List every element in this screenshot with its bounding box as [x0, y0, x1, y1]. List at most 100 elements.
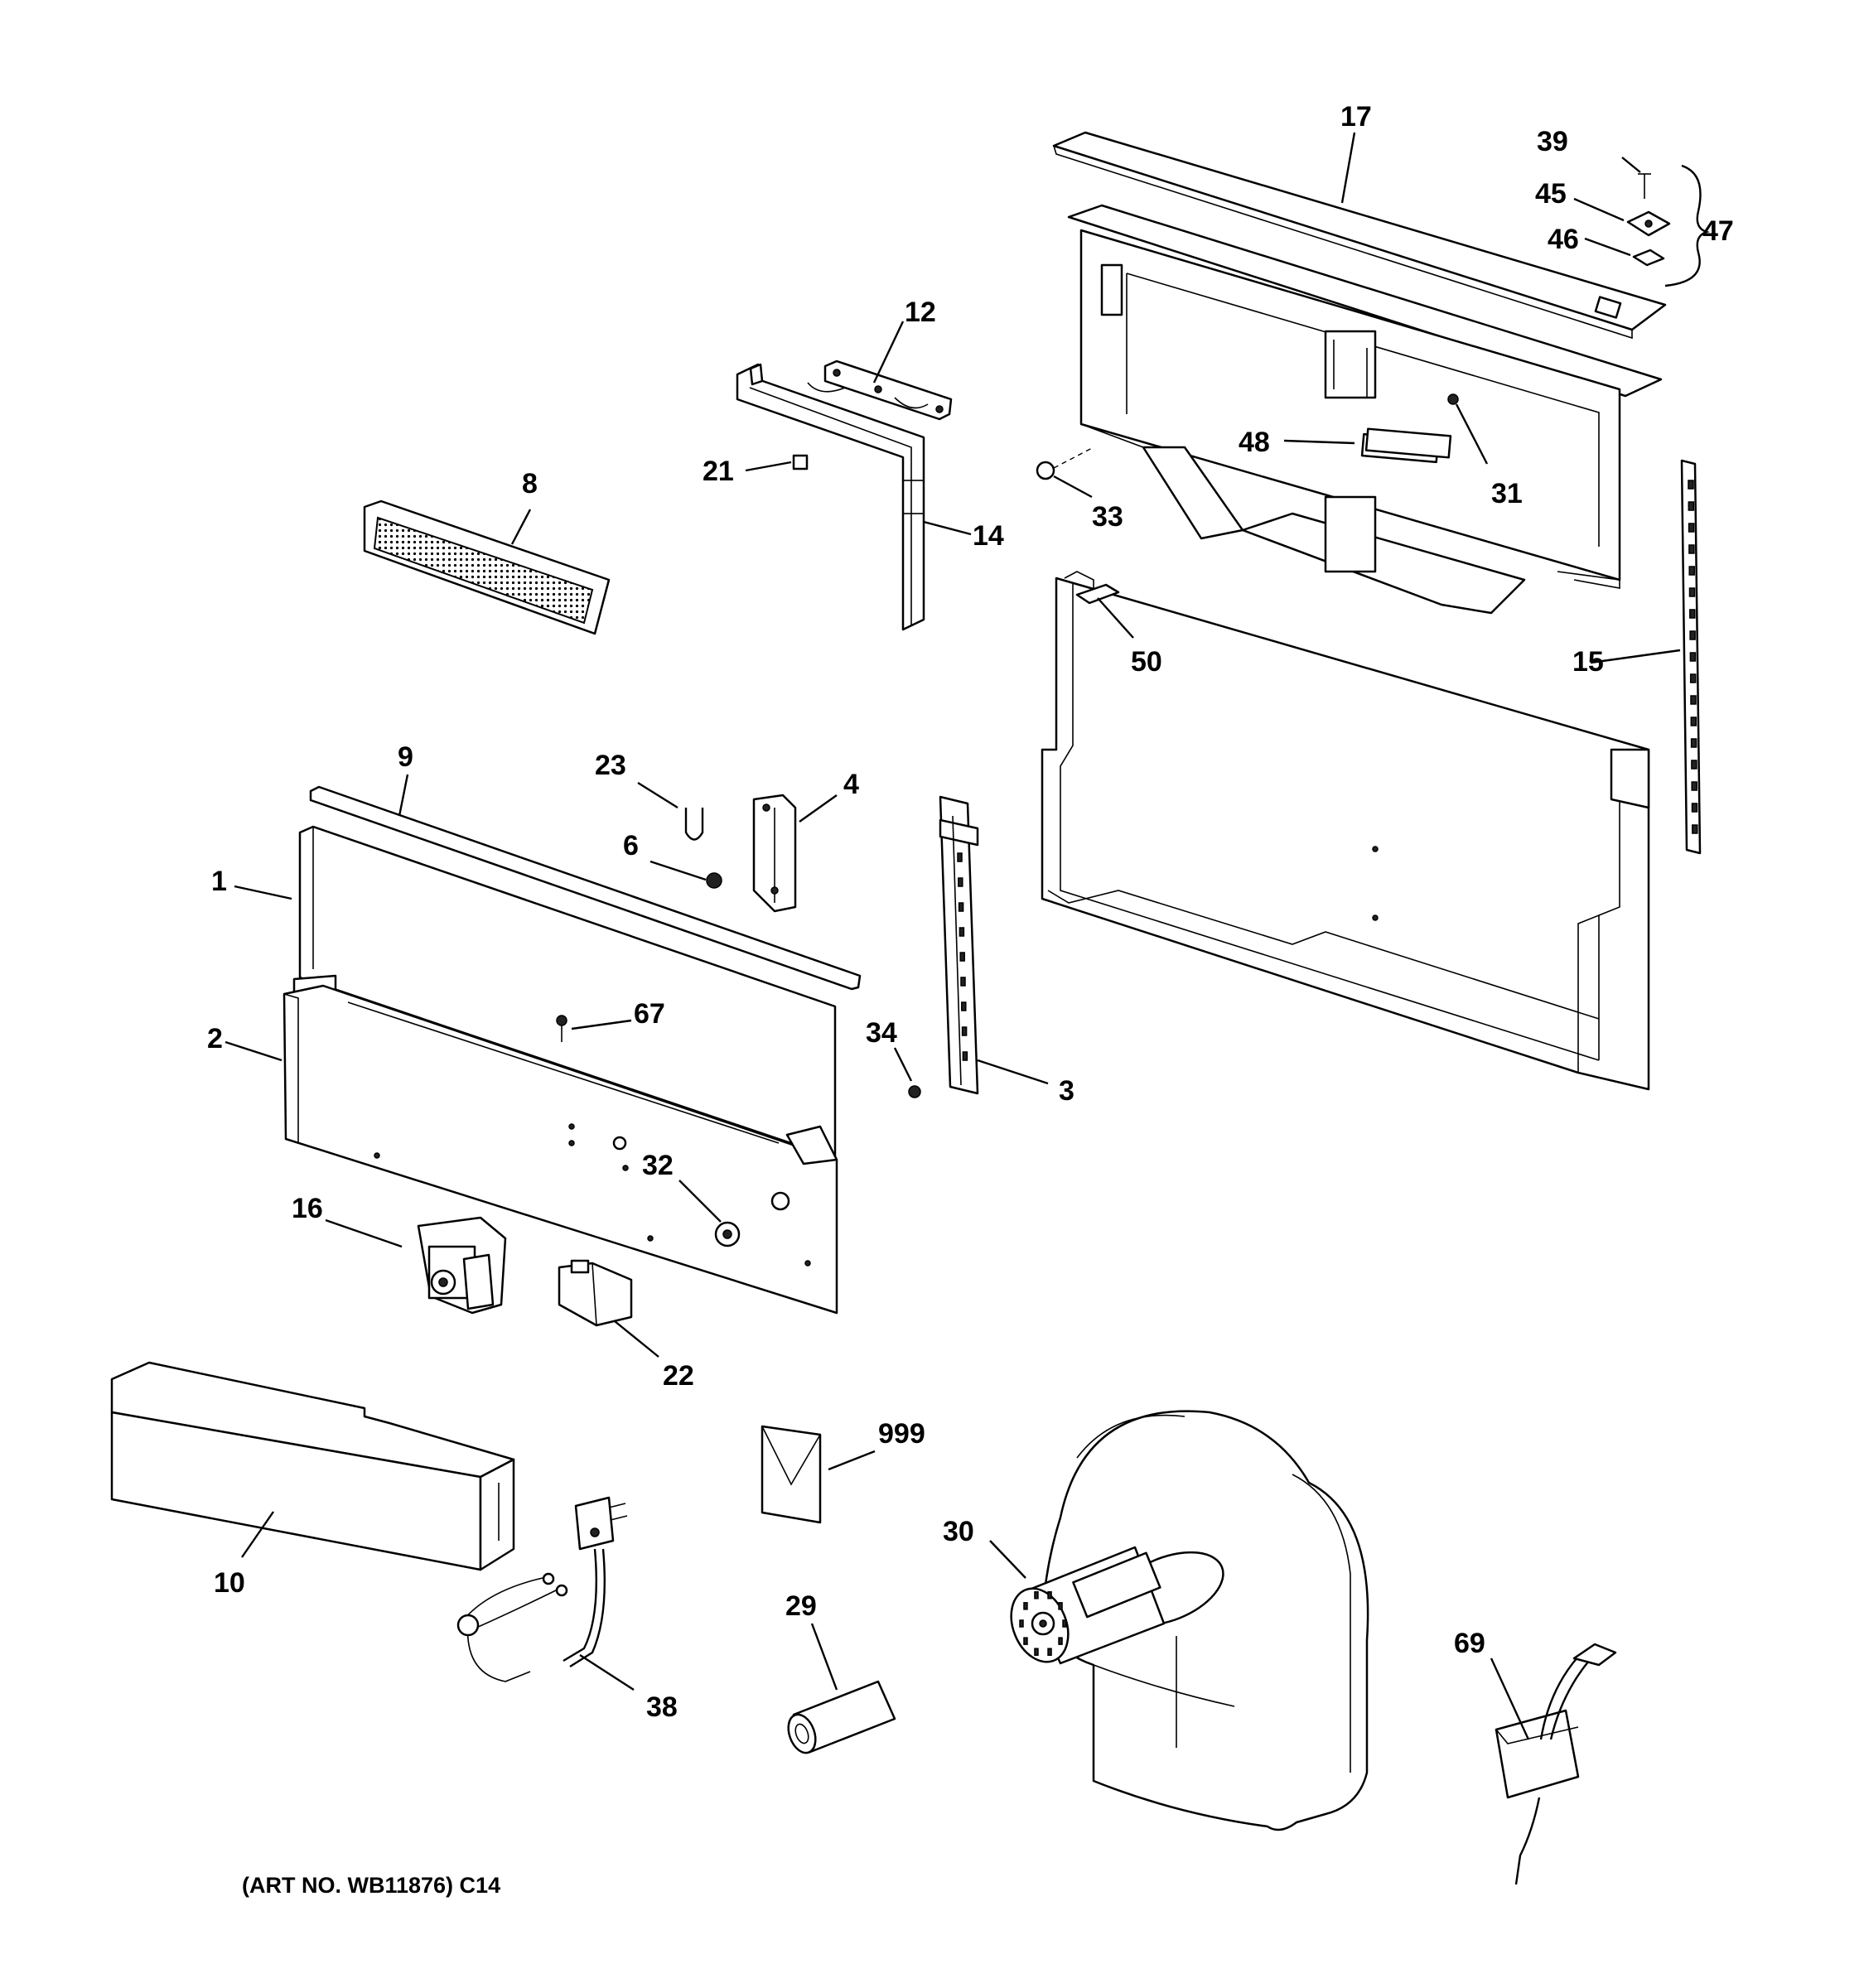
detail-slot [1691, 781, 1697, 791]
label-34: 34 [866, 1017, 897, 1049]
label-45: 45 [1535, 178, 1567, 210]
detail-slot [1692, 824, 1698, 834]
detail-slot [1058, 1602, 1063, 1610]
detail-slot [961, 1026, 968, 1036]
part-3-rail [939, 795, 979, 1095]
art-number-caption: (ART NO. WB11876) C14 [242, 1873, 500, 1898]
label-33: 33 [1092, 501, 1123, 533]
detail-slot [1690, 717, 1697, 726]
detail-slot [962, 1051, 968, 1061]
label-30: 30 [943, 1516, 974, 1547]
part-9-trim-strip [309, 785, 862, 991]
label-32: 32 [642, 1150, 674, 1181]
part-4-bracket [752, 794, 797, 913]
detail-slot [959, 952, 965, 962]
label-16: 16 [292, 1193, 323, 1224]
detail-slot [1689, 652, 1697, 662]
detail-slot [1034, 1648, 1039, 1656]
detail-slot [1688, 544, 1695, 554]
part-48-label [1364, 427, 1452, 459]
detail-slot [1688, 480, 1694, 490]
detail-slot [1047, 1591, 1052, 1600]
label-23: 23 [595, 750, 626, 781]
part-16-motor [417, 1216, 507, 1315]
label-47: 47 [1702, 215, 1734, 247]
label-8: 8 [522, 468, 538, 499]
detail-slot [1690, 738, 1697, 748]
part-chassis-lower [1041, 571, 1650, 1091]
part-30-blower [1010, 1410, 1369, 1831]
part-38-power-cord [563, 1496, 628, 1668]
label-46: 46 [1548, 224, 1579, 255]
label-69: 69 [1454, 1628, 1485, 1659]
part-6-screw [706, 872, 722, 889]
part-34-screw [908, 1085, 921, 1098]
label-15: 15 [1572, 646, 1604, 678]
label-2: 2 [207, 1023, 223, 1054]
detail-slot [1689, 673, 1697, 683]
detail-slot [1688, 501, 1695, 511]
label-6: 6 [623, 830, 639, 861]
label-50: 50 [1131, 646, 1162, 678]
part-17-top-cover [1052, 131, 1667, 340]
label-21: 21 [703, 456, 734, 487]
label-10: 10 [214, 1567, 245, 1599]
detail-slot [1688, 587, 1696, 597]
detail-slot [957, 852, 963, 862]
label-1: 1 [211, 866, 227, 897]
label-999: 999 [878, 1418, 925, 1450]
part-29-capacitor [787, 1680, 896, 1754]
detail-slot [1023, 1602, 1028, 1610]
detail-slot [959, 927, 965, 937]
part-12-switch-bracket [807, 359, 953, 421]
label-38: 38 [646, 1691, 678, 1723]
callout-labels: 17 39 45 46 47 12 48 31 33 8 21 14 50 15… [207, 101, 1734, 1723]
detail-slot [1688, 566, 1695, 576]
detail-slot [961, 1001, 967, 1011]
label-39: 39 [1537, 126, 1568, 157]
part-45-switch-plate [1626, 210, 1671, 237]
label-3: 3 [1059, 1075, 1074, 1107]
part-32-knob [714, 1221, 741, 1247]
detail-slot [1034, 1591, 1039, 1600]
label-4: 4 [843, 769, 859, 800]
detail-slot [1691, 803, 1698, 813]
part-15-strip [1680, 459, 1702, 855]
part-69-junction-box [1495, 1643, 1617, 1885]
detail-slot [1019, 1619, 1024, 1628]
part-2-control-panel [282, 984, 838, 1315]
detail-slot [958, 902, 964, 912]
label-31: 31 [1491, 478, 1523, 509]
detail-slot [1023, 1637, 1028, 1645]
part-23-u-clip [684, 808, 704, 841]
label-17: 17 [1340, 101, 1372, 133]
label-29: 29 [785, 1590, 817, 1622]
part-31-screw [1447, 393, 1459, 405]
part-999-envelope [761, 1425, 822, 1524]
leader-lines [225, 132, 1681, 1740]
part-wire-harness [456, 1572, 568, 1682]
detail-slot [1058, 1637, 1063, 1645]
bracket-47 [1664, 164, 1710, 287]
part-67-screw [556, 1015, 567, 1042]
label-22: 22 [663, 1360, 694, 1392]
label-48: 48 [1239, 427, 1270, 458]
part-chassis-upper [1067, 204, 1663, 615]
detail-slot [1689, 630, 1696, 640]
detail-slot [1047, 1648, 1052, 1656]
part-8-filter [363, 499, 611, 635]
label-12: 12 [905, 297, 936, 328]
label-67: 67 [634, 998, 665, 1030]
detail-slot [958, 877, 963, 887]
part-10-duct [110, 1361, 515, 1571]
part-46-switch-knob [1632, 248, 1665, 267]
label-9: 9 [398, 741, 413, 773]
detail-slot [1689, 609, 1696, 619]
part-39-screw [1638, 173, 1651, 199]
detail-slot [1688, 523, 1695, 533]
part-33-plug [1036, 446, 1094, 480]
part-21-clip [792, 454, 809, 470]
detail-slot [1690, 695, 1697, 705]
part-22-receptacle [558, 1259, 633, 1327]
